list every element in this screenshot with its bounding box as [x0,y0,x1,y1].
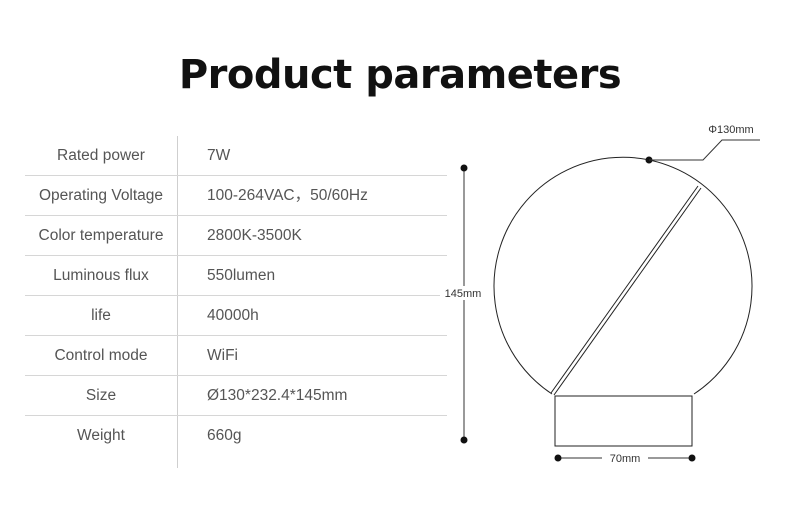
lamp-base [554,395,693,447]
base-width-dimension: 70mm [554,451,696,465]
spec-label: Size [85,387,117,404]
row-divider [25,375,447,376]
spec-label: Color temperature [38,227,164,244]
spec-value: 100-264VAC，50/60Hz [207,187,368,204]
spec-label: Rated power [57,147,145,164]
row-divider [25,295,447,296]
spec-value: WiFi [207,347,238,364]
height-dimension: 145mm [440,164,488,444]
dimension-endpoint [460,436,468,444]
base-width-label: 70mm [610,453,641,465]
spec-value: 40000h [207,307,259,324]
spec-value: Ø130*232.4*145mm [207,387,348,404]
diameter-label: Φ130mm [708,124,753,136]
spec-label: Control mode [54,347,148,364]
spec-label: Operating Voltage [38,187,164,204]
lamp-globe [493,156,753,395]
row-divider [25,175,447,176]
spec-row: life 40000h [25,296,447,336]
height-label: 145mm [445,288,482,300]
spec-row: Weight 660g [25,416,447,456]
spec-value: 550lumen [207,267,276,284]
row-divider [25,215,447,216]
spec-row: Color temperature 2800K-3500K [25,216,447,256]
row-divider [25,335,447,336]
spec-value: 660g [207,427,242,444]
dimension-endpoint [460,164,468,172]
spec-label: Weight [77,427,125,444]
page-title: Product parameters [178,52,622,98]
spec-label: Luminous flux [53,267,149,284]
row-divider [25,415,447,416]
spec-value: 7W [207,147,231,164]
spec-row: Control mode WiFi [25,336,447,376]
spec-row: Luminous flux 550lumen [25,256,447,296]
spec-row: Size Ø130*232.4*145mm [25,376,447,416]
spec-label: life [91,307,111,324]
spec-value: 2800K-3500K [207,227,302,244]
spec-table: Rated power 7W Operating Voltage 100-264… [25,136,447,468]
lamp-dimension-diagram: 145mm Φ130mm 70mm [440,124,760,465]
diameter-callout: Φ130mm [645,124,760,164]
row-divider [25,255,447,256]
column-divider [177,136,178,468]
lamp-slit [550,185,702,396]
dimension-endpoint [688,454,696,462]
dimension-endpoint [554,454,562,462]
spec-row: Rated power 7W [25,136,447,176]
spec-row: Operating Voltage 100-264VAC，50/60Hz [25,176,447,216]
